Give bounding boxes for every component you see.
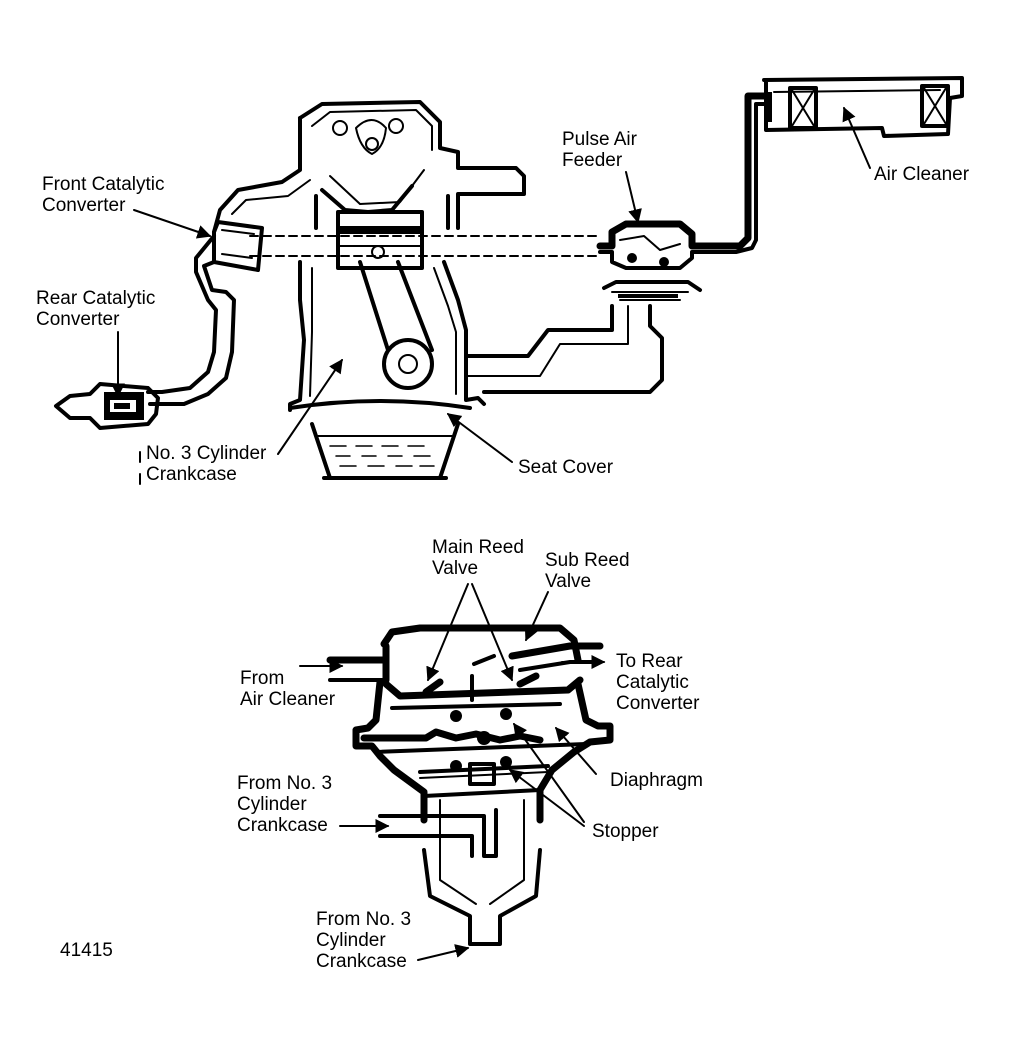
label-air-cleaner: Air Cleaner bbox=[874, 164, 970, 185]
label-front-catalytic-converter: Front Catalytic Converter bbox=[42, 174, 170, 216]
pulse-air-feeder bbox=[596, 92, 770, 301]
label-seat-cover: Seat Cover bbox=[518, 457, 614, 478]
label-pulse-air-feeder: Pulse Air Feeder bbox=[562, 129, 642, 171]
label-from-crankcase-side: From No. 3 Cylinder Crankcase bbox=[237, 773, 337, 836]
label-main-reed-valve: Main Reed Valve bbox=[432, 537, 529, 579]
label-stopper: Stopper bbox=[592, 821, 659, 842]
air-cleaner bbox=[762, 76, 964, 138]
label-sub-reed-valve: Sub Reed Valve bbox=[545, 550, 635, 592]
label-from-crankcase-bottom: From No. 3 Cylinder Crankcase bbox=[316, 909, 416, 972]
label-to-rear-catalytic-converter: To Rear Catalytic Converter bbox=[616, 651, 700, 714]
label-no3-cylinder-crankcase: No. 3 Cylinder Crankcase bbox=[146, 443, 272, 485]
leader-arrows bbox=[111, 106, 871, 961]
label-diaphragm: Diaphragm bbox=[610, 770, 703, 791]
pulse-air-valve-detail bbox=[326, 624, 614, 946]
figure-id: 41415 bbox=[60, 940, 113, 961]
label-from-air-cleaner: From Air Cleaner bbox=[240, 668, 336, 710]
label-rear-catalytic-converter: Rear Catalytic Converter bbox=[36, 288, 161, 330]
engine-assembly bbox=[212, 100, 664, 480]
